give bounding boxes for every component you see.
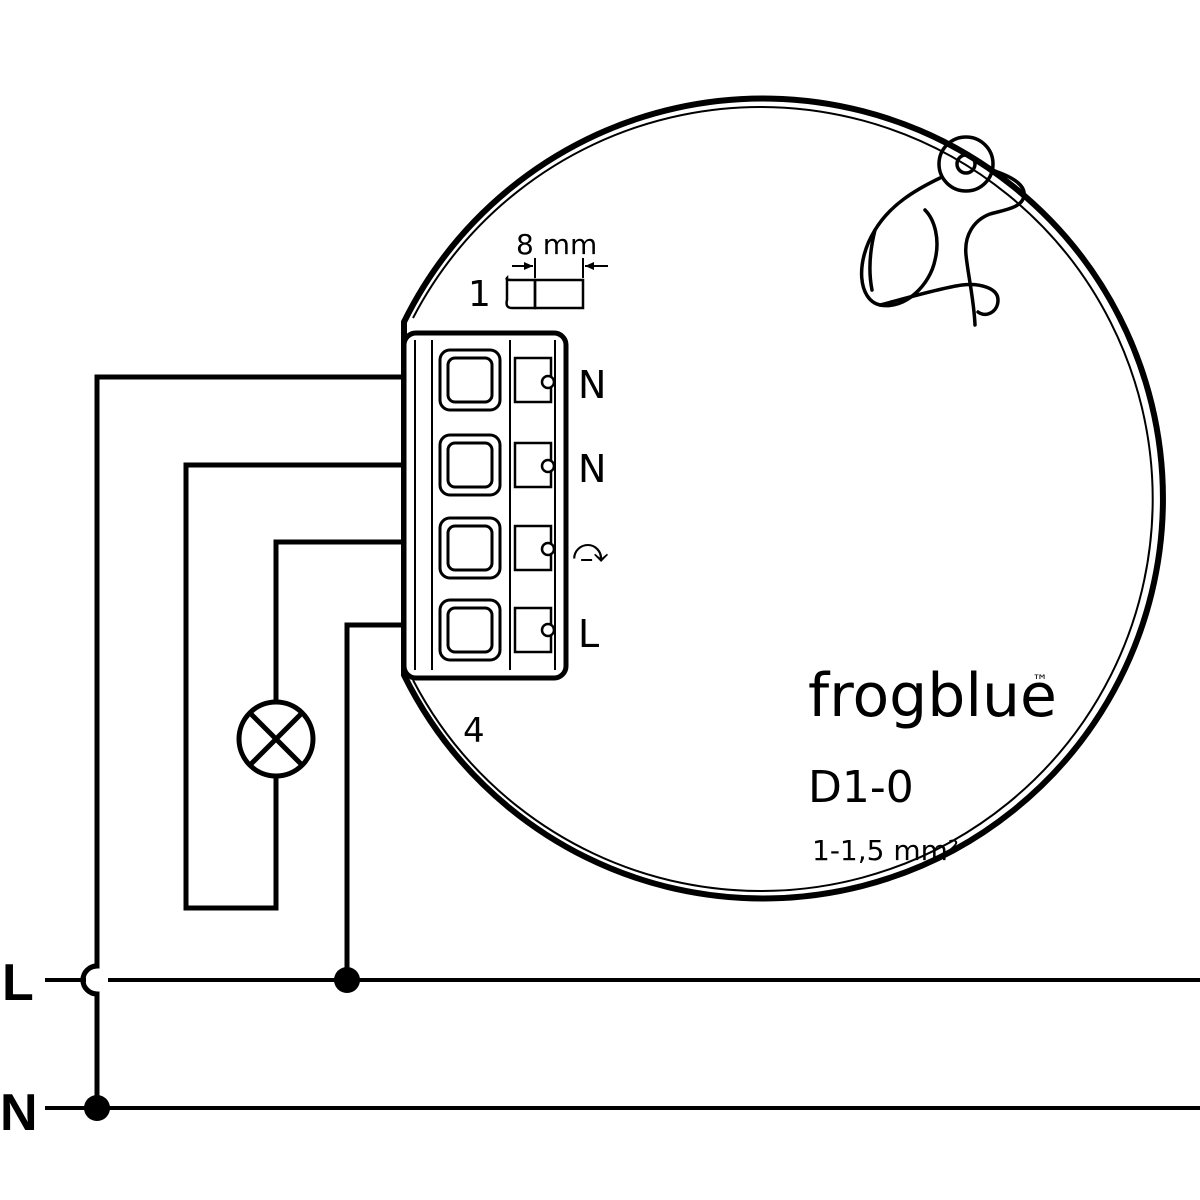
device-housing <box>401 95 1166 902</box>
terminal-label-4: L <box>578 612 599 656</box>
terminal-label-3: ⤼ <box>572 531 608 571</box>
release-hole <box>540 458 556 474</box>
strip-length-indicator <box>505 258 608 310</box>
junction-live <box>334 967 360 993</box>
terminal-label-2: N <box>578 447 606 491</box>
terminal-number-first: 1 <box>468 274 491 315</box>
wire-switched-output <box>273 539 407 703</box>
terminal-label-1: N <box>578 363 606 407</box>
terminal-clamp[interactable] <box>438 433 556 497</box>
junction-neutral <box>84 1095 110 1121</box>
release-hole <box>540 622 556 638</box>
wire-gauge: 1-1,5 mm² <box>812 834 959 867</box>
bus-label-neutral: N <box>0 1084 38 1142</box>
wiring <box>80 374 407 1111</box>
brand-name: frogblue <box>808 661 1057 731</box>
brand-trademark: ™ <box>1032 671 1048 690</box>
wire-live <box>344 622 407 983</box>
release-hole <box>540 541 556 557</box>
lamp-icon <box>236 699 316 779</box>
terminal-number-last: 4 <box>463 711 485 751</box>
terminal-clamp[interactable] <box>438 598 556 662</box>
wire-neutral <box>94 374 407 969</box>
terminal-clamp[interactable] <box>438 516 556 580</box>
model-name: D1-0 <box>808 762 914 813</box>
release-hole <box>540 374 556 390</box>
device-housing-inner <box>412 106 1154 892</box>
wire-neutral-lamp <box>183 462 407 911</box>
bus-label-live: L <box>2 954 34 1012</box>
frog-logo-icon <box>860 135 1026 327</box>
terminal-block <box>401 330 569 681</box>
strip-length-label: 8 mm <box>516 228 597 261</box>
terminal-clamp[interactable] <box>438 348 556 412</box>
